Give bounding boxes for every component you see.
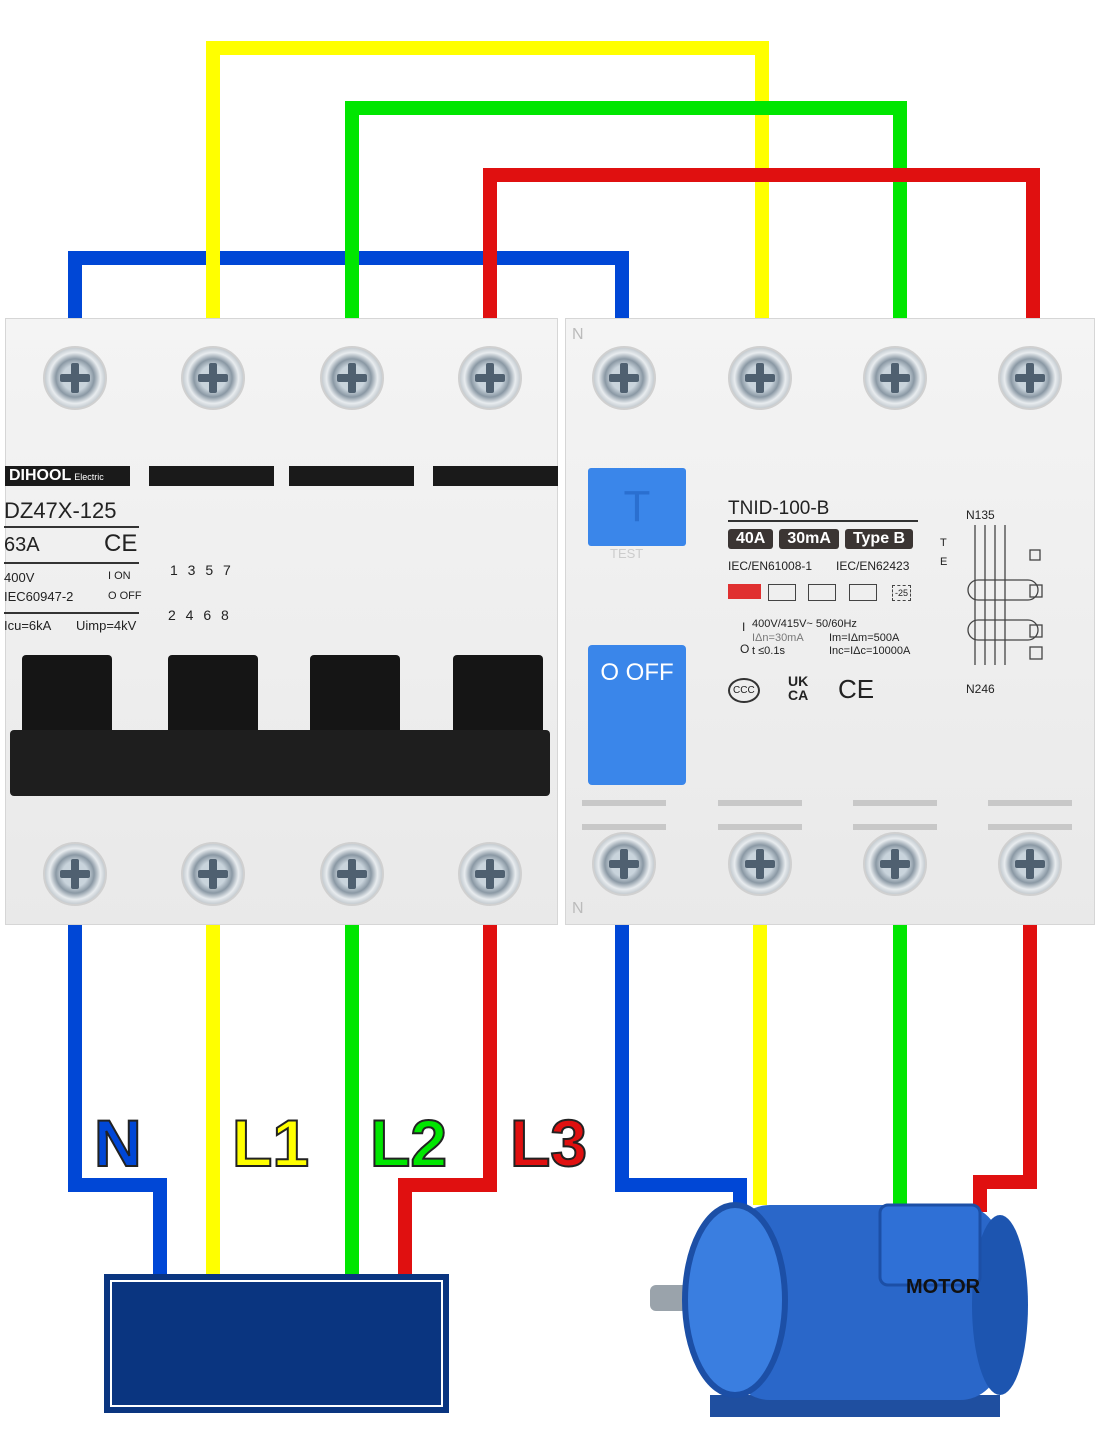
mcb-terminal-3[interactable] — [181, 346, 245, 410]
ce-mark: CE — [838, 674, 875, 704]
mcb-uimp: Uimp=4kV — [76, 618, 137, 633]
terminal-slot — [582, 800, 666, 830]
on-label: I ON — [108, 570, 131, 582]
rcd-terminal-5[interactable] — [998, 346, 1062, 410]
mcb-rating: 63A — [4, 534, 40, 556]
motor-illustration — [650, 1202, 1028, 1417]
diagram-e: E — [940, 556, 948, 568]
divider — [728, 520, 918, 522]
badge-type: Type B — [844, 529, 914, 549]
terminal-slot — [853, 800, 937, 830]
rcd-terminal-2[interactable] — [728, 832, 792, 896]
rcd-voltage: 400V/415V~ 50/60Hz — [752, 618, 857, 630]
mcb-terminal-8[interactable] — [458, 842, 522, 906]
wire-l2-top — [345, 101, 907, 320]
rcd-std2: IEC/EN62423 — [836, 559, 910, 573]
temperature-icon: -25 — [892, 585, 912, 601]
mcb-terminal-7[interactable] — [458, 346, 522, 410]
label-neutral: N — [93, 1105, 143, 1181]
wire-l3-motor — [973, 925, 1037, 1212]
trip-indicator — [728, 584, 761, 599]
ac-symbol-icon — [768, 584, 796, 601]
mcb-icu: Icu=6kA — [4, 618, 52, 633]
rcd-breaker — [565, 318, 1095, 925]
circuit-symbol — [967, 525, 1043, 665]
ukca-mark: UK CA — [788, 673, 809, 703]
divider — [4, 612, 139, 614]
mcb-terminal-6[interactable] — [320, 842, 384, 906]
dc-symbol-icon — [808, 584, 836, 601]
label-l2: L2 — [369, 1105, 448, 1181]
mcb-voltage: 400V — [4, 570, 35, 585]
rcd-terminal-3[interactable] — [863, 346, 927, 410]
rcd-im: Im=IΔm=500A — [829, 632, 900, 644]
divider — [4, 562, 139, 564]
mcb-breaker — [5, 318, 558, 925]
ce-mark: CE — [104, 530, 138, 557]
off-label: O OFF — [108, 590, 142, 602]
mcb-standard: IEC60947-2 — [4, 589, 74, 604]
test-button-label: T — [623, 482, 651, 531]
rcd-inc: Inc=IΔc=10000A — [829, 645, 911, 657]
mcb-handle-bar[interactable] — [10, 730, 550, 796]
rcd-idn: IΔn=30mA — [752, 632, 804, 644]
wire-neutral-supply — [68, 925, 167, 1278]
divider — [4, 526, 139, 528]
terminal-slot — [988, 800, 1072, 830]
label-strip — [289, 466, 414, 486]
io-o: O — [740, 642, 750, 656]
rcd-t: t ≤0.1s — [752, 645, 785, 657]
rcd-terminal-1[interactable] — [728, 346, 792, 410]
mcb-terminal-4[interactable] — [181, 842, 245, 906]
rcd-model: TNID-100-B — [728, 498, 830, 519]
wire-l3-top — [483, 168, 1040, 320]
mcb-model: DZ47X-125 — [4, 498, 117, 523]
rcd-std1: IEC/EN61008-1 — [728, 559, 813, 573]
wire-neutral-motor — [615, 925, 747, 1205]
rcd-terminal-n-top[interactable] — [592, 346, 656, 410]
label-l1: L1 — [231, 1105, 310, 1181]
label-strip — [433, 466, 558, 486]
motor-label: MOTOR — [906, 1276, 981, 1298]
terminals-top: N135 — [966, 508, 995, 522]
wire-l1-top — [206, 41, 769, 320]
wire-l3-supply — [398, 925, 497, 1278]
supply-box — [104, 1274, 449, 1413]
io-i: I — [742, 620, 746, 634]
brand-suffix: Electric — [74, 472, 104, 482]
badge-current: 40A — [728, 529, 774, 549]
mcb-terminal-2[interactable] — [43, 842, 107, 906]
rcd-terminal-6[interactable] — [998, 832, 1062, 896]
label-l3: L3 — [509, 1105, 588, 1181]
terminals-bottom: N246 — [966, 682, 995, 696]
pole-numbers-bottom: 2 4 6 8 — [168, 607, 232, 623]
mcb-terminal-5[interactable] — [320, 346, 384, 410]
rcd-toggle[interactable]: O OFF — [588, 645, 686, 785]
rcd-terminal-n-bottom[interactable] — [592, 832, 656, 896]
diagram-t: T — [940, 537, 947, 549]
pole-numbers-top: 1 3 5 7 — [170, 562, 234, 578]
terminal-slot — [718, 800, 802, 830]
rcd-terminal-4[interactable] — [863, 832, 927, 896]
n-mark-top: N — [572, 326, 584, 343]
brand-name: DIHOOL — [9, 467, 72, 484]
ccc-mark: CCC — [728, 678, 760, 703]
mcb-terminal-1[interactable] — [43, 346, 107, 410]
test-text: TEST — [610, 546, 644, 561]
badge-sensitivity: 30mA — [779, 529, 839, 549]
n-mark-bottom: N — [572, 900, 584, 917]
pulse-symbol-icon — [849, 584, 877, 601]
test-button[interactable]: T — [588, 468, 686, 546]
off-label: O OFF — [600, 659, 674, 686]
label-strip — [149, 466, 274, 486]
